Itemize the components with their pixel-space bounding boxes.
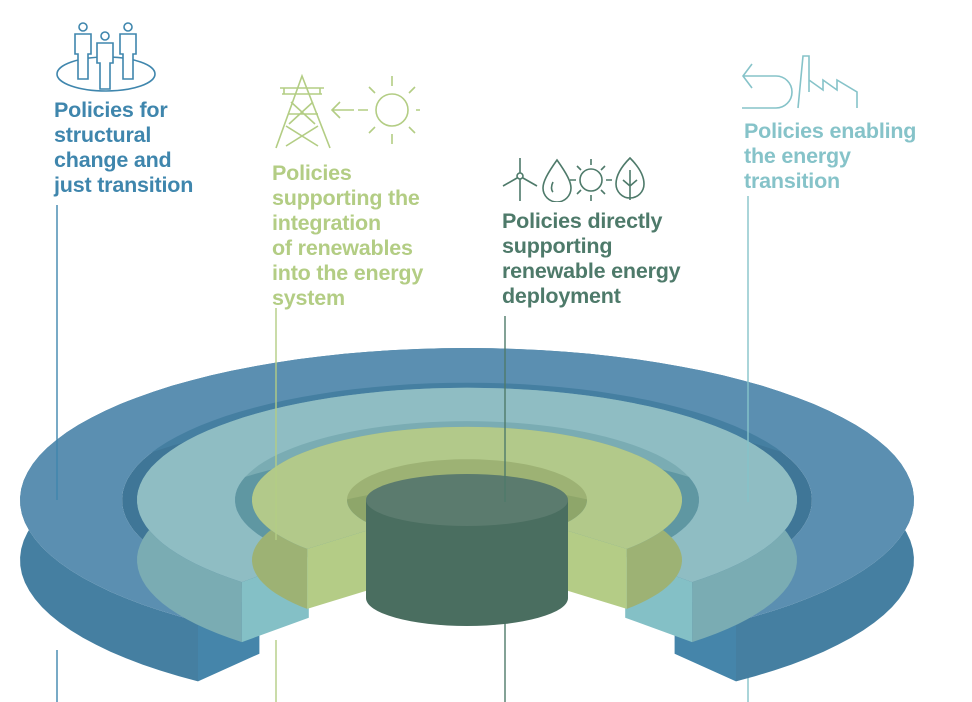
return-factory-icon [742,55,858,109]
label-structural-change: Policies for structural change and just … [54,98,194,197]
renewables-icon [502,156,645,202]
label-enabling-transition: Policies enabling the energy transition [744,119,917,193]
direct-core-top [366,474,568,526]
label-integration-renewables: Policies supporting the integration of r… [272,161,424,310]
integration-ring-top [252,426,682,549]
direct-core-side [366,500,568,626]
structural-ring-outer-wall [20,348,914,682]
enabling-ring-outer-wall [137,387,797,643]
pylon-sun-icon [275,74,420,149]
integration-ring-left-end-face [307,527,378,609]
people-icon [56,22,156,92]
enabling-ring-top [137,387,797,583]
label-direct-support: Policies directly supporting renewable e… [502,209,681,308]
integration-ring-right-end-face [556,527,627,609]
